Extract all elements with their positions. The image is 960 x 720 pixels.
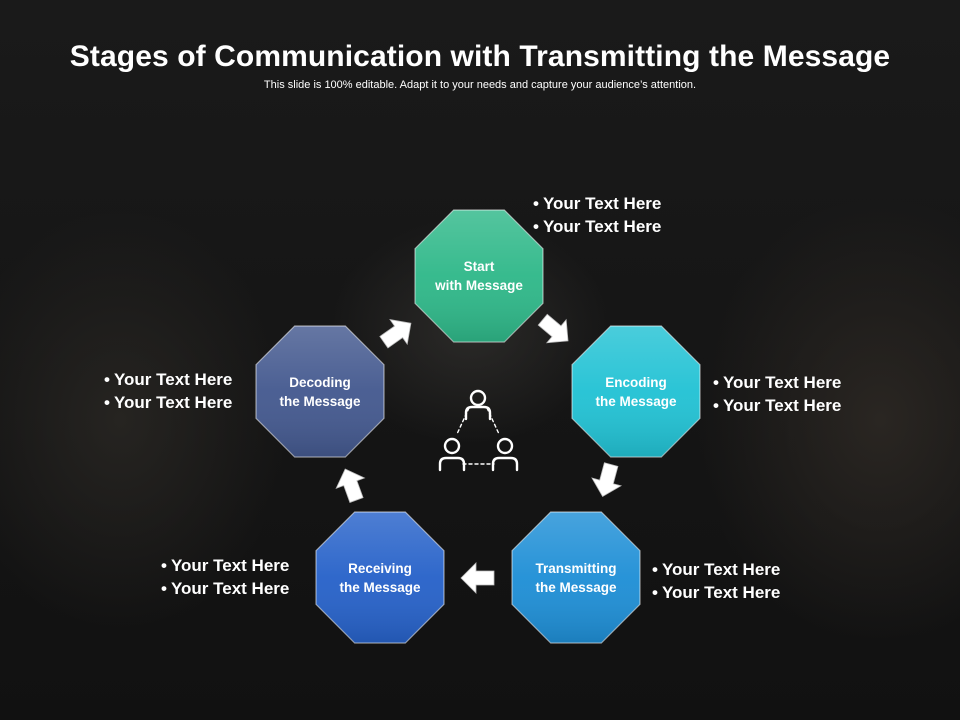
octagon-encoding	[571, 325, 701, 458]
stage-label-line1: Transmitting	[535, 561, 617, 576]
stage-label-line2: with Message	[435, 278, 523, 293]
bullet-item: Your Text Here	[161, 554, 289, 577]
bullet-item: Your Text Here	[533, 215, 661, 238]
octagon-start	[414, 209, 544, 343]
arrow-icon	[460, 562, 495, 594]
bullet-item: Your Text Here	[161, 577, 289, 600]
people-network-icon	[438, 389, 519, 472]
stage-label-encoding: Encoding the Message	[571, 373, 701, 411]
bullets-encoding: Your Text Here Your Text Here	[713, 371, 841, 417]
stage-label-line2: the Message	[535, 580, 617, 595]
stage-label-decoding: Decoding the Message	[255, 373, 385, 411]
bullet-item: Your Text Here	[104, 391, 232, 414]
octagon-transmitting	[511, 511, 641, 644]
bullet-item: Your Text Here	[533, 192, 661, 215]
bullet-item: Your Text Here	[713, 394, 841, 417]
stage-label-receiving: Receiving the Message	[315, 559, 445, 597]
arrow-icon	[537, 313, 569, 344]
stage-label-line2: the Message	[339, 580, 421, 595]
slide-subtitle: This slide is 100% editable. Adapt it to…	[263, 79, 697, 91]
arrow-icon	[335, 468, 366, 503]
bullet-item: Your Text Here	[652, 558, 780, 581]
stage-label-line1: Receiving	[348, 561, 412, 576]
octagon-receiving	[315, 511, 445, 644]
bullets-receiving: Your Text Here Your Text Here	[161, 554, 289, 600]
arrow-icon	[379, 319, 412, 349]
stage-label-line1: Start	[463, 259, 495, 274]
bullets-decoding: Your Text Here Your Text Here	[104, 368, 232, 414]
bullet-item: Your Text Here	[104, 368, 232, 391]
stage-label-line1: Decoding	[289, 375, 351, 390]
arrow-icon	[591, 462, 623, 497]
stage-label-line1: Encoding	[605, 375, 667, 390]
bullet-item: Your Text Here	[652, 581, 780, 604]
bullets-transmitting: Your Text Here Your Text Here	[652, 558, 780, 604]
slide-title: Stages of Communication with Transmittin…	[69, 40, 891, 73]
stage-label-start: Start with Message	[414, 257, 544, 295]
stage-label-line2: the Message	[595, 394, 677, 409]
stage-label-line2: the Message	[279, 394, 361, 409]
octagon-decoding	[255, 325, 385, 458]
bullets-start: Your Text Here Your Text Here	[533, 192, 661, 238]
bullet-item: Your Text Here	[713, 371, 841, 394]
stage-label-transmitting: Transmitting the Message	[511, 559, 641, 597]
